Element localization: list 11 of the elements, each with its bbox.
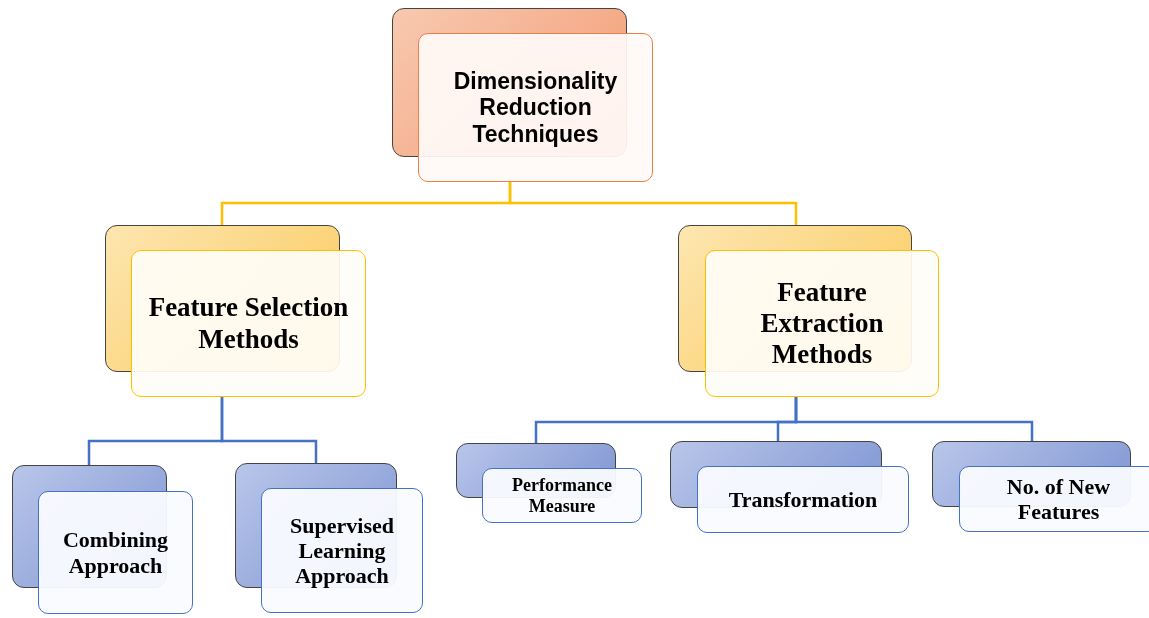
node-box: No. of New Features [959,466,1149,532]
node-box: Transformation [697,466,909,533]
node-box: Supervised Learning Approach [261,488,423,613]
connector-line [794,397,1034,441]
node-box: Combining Approach [38,491,193,614]
connector-line [220,397,318,463]
node-box: Dimensionality Reduction Techniques [418,33,653,182]
node-box: Feature Selection Methods [131,250,366,397]
node-box: Performance Measure [482,468,642,523]
node-box: Feature Extraction Methods [705,250,939,397]
connector-line [508,182,798,225]
